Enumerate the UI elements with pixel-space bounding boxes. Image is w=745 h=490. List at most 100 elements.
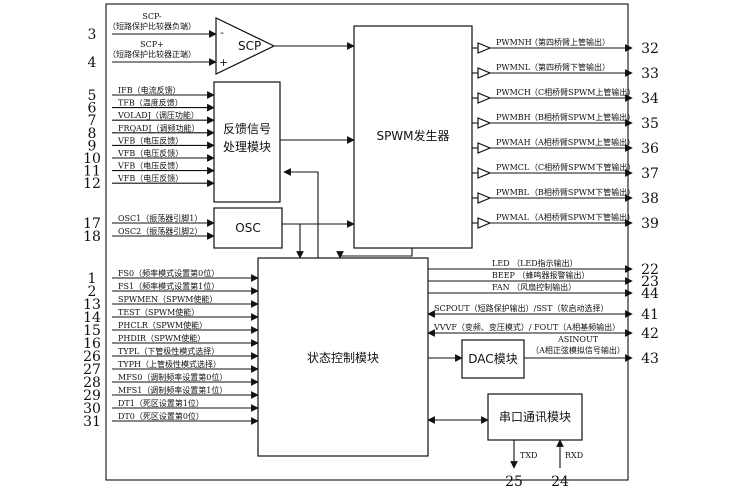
pwm-buffer-32 (477, 42, 492, 54)
pin-32: 32 (641, 41, 659, 57)
pwm-desc-35: （B相桥臂SPWM上管输出） (530, 112, 635, 122)
rxd-label: RXD (565, 451, 583, 460)
pin-10: 10 (83, 151, 101, 167)
pin-17: 17 (83, 216, 101, 232)
scp-comparator: SCP - + (215, 17, 355, 75)
pwm-desc-37: （C相桥臂SPWM下管输出） (530, 162, 635, 172)
scp-plus-sign: + (219, 56, 228, 69)
pwm-name-32: PWMNH (496, 38, 532, 47)
pin-37: 37 (641, 166, 659, 182)
state-input-label-27: TYPH（上管极性模式选择） (118, 359, 221, 369)
pwm-buffer-38 (477, 192, 492, 204)
pin-28: 28 (83, 375, 101, 391)
pwm-buffer-35 (477, 117, 492, 129)
state-input-label-1: FS0（频率模式设置第0位） (118, 268, 219, 278)
osc-label: OSC (235, 221, 260, 235)
state-input-label-28: MFS0（调制频率设置第0位） (118, 372, 227, 382)
pwm-desc-34: （C相桥臂SPWM上管输出） (530, 87, 635, 97)
pin-18: 18 (83, 229, 101, 245)
pwm-name-36: PWMAH (496, 138, 531, 147)
pin-9: 9 (88, 138, 97, 154)
pwm-name-34: PWMCH (496, 88, 531, 97)
pin-4: 4 (88, 55, 97, 71)
state-input-label-15: PHCLR（SPWM使能） (118, 320, 207, 330)
pwm-name-39: PWMAL (496, 213, 530, 222)
osc-input-label-18: OSC2（振荡器引脚2） (118, 226, 202, 236)
pwm-desc-39: （A相桥臂SPWM下管输出） (530, 212, 635, 222)
pin-7: 7 (88, 113, 97, 129)
pwm-buffer-33 (477, 67, 492, 79)
chip-border (105, 3, 629, 481)
feedback-input-label-6: TFB（温度反馈） (118, 98, 183, 108)
state-input-label-16: PHDIR（SPWM使能） (118, 333, 205, 343)
pwm-buffer-37 (477, 167, 492, 179)
pwm-desc-38: （B相桥臂SPWM下管输出） (530, 187, 635, 197)
feedback-input-label-5: IFB（电流反馈） (118, 85, 181, 95)
state-output-label-44: FAN （风扇控制输出） (492, 282, 576, 292)
state-output-label-22: LED （LED指示输出） (492, 258, 578, 268)
pwm-name-38: PWMBL (496, 188, 530, 197)
bidir-label-42: VVVF（变频、变压模式）/ FOUT（A相基频输出） (433, 322, 620, 332)
pin-14: 14 (83, 310, 101, 326)
pwm-output-lines: PWMNH（第四桥臂上管输出）32PWMNL（第四桥臂下管输出）33PWMCH（… (472, 37, 659, 232)
feedback-input-lines: 5 IFB（电流反馈） 6 TFB（温度反馈） 7 VOLADJ（调压功能） 8 FRQADJ… (83, 85, 215, 192)
scp-input-desc-4: （短路保护比较器正端） (108, 49, 196, 59)
state-control-block (257, 257, 429, 457)
pin-2: 2 (88, 284, 97, 300)
pin-6: 6 (88, 101, 97, 117)
pwm-name-35: PWMBH (496, 113, 531, 122)
feedback-input-label-7: VOLADJ（调压功能） (117, 110, 199, 120)
scp-input-name-4: SCP+ (140, 40, 164, 49)
pin-16: 16 (83, 336, 101, 352)
feedback-label-line2: 处理模块 (223, 140, 271, 154)
pin-38: 38 (641, 191, 659, 207)
asinout-name: ASINOUT (557, 335, 599, 344)
feedback-input-label-8: FRQADJ（调频功能） (118, 123, 200, 133)
pin-5: 5 (88, 88, 97, 104)
asinout-desc: （A相正弦模拟信号输出） (531, 345, 625, 355)
pin-41: 41 (641, 307, 659, 323)
state-output-label-23: BEEP （蜂鸣器报警输出） (492, 270, 589, 280)
serial-block (487, 393, 583, 441)
feedback-input-label-11: VFB（电压反馈） (117, 161, 183, 171)
spwm-block (353, 25, 473, 249)
pin-8: 8 (88, 126, 97, 142)
pin-39: 39 (641, 216, 659, 232)
pin-31: 31 (83, 414, 101, 430)
spwm-label: SPWM发生器 (376, 128, 449, 143)
pin-44: 44 (641, 286, 659, 302)
pin-43: 43 (641, 351, 659, 367)
pwm-buffer-36 (477, 142, 492, 154)
dac-label: DAC模块 (468, 352, 517, 366)
pwm-name-37: PWMCL (496, 163, 530, 172)
state-to-feedback-arrow (283, 168, 319, 258)
pwm-desc-33: （第四桥臂下管输出） (530, 62, 610, 72)
pin-27: 27 (83, 362, 101, 378)
spwm-to-state-arrow (336, 248, 413, 259)
pin-42: 42 (641, 326, 659, 342)
pin-26: 26 (83, 349, 101, 365)
pin-24: 24 (551, 474, 569, 490)
pin-13: 13 (83, 297, 101, 313)
pwm-desc-32: （第四桥臂上管输出） (530, 37, 610, 47)
pin-30: 30 (83, 401, 101, 417)
bidirectional-lines: SCPOUT（短路保护输出）/SST（软启动选择） 41VVVF（变频、变压模式）… (427, 303, 659, 342)
scp-triangle (215, 17, 276, 75)
scp-input-name-3: SCP- (142, 12, 162, 21)
state-input-label-2: FS1（频率模式设置第1位） (118, 281, 219, 291)
pin-33: 33 (641, 66, 659, 82)
feedback-input-label-9: VFB（电压反馈） (117, 135, 183, 145)
pin-36: 36 (641, 141, 659, 157)
pin-3: 3 (88, 27, 97, 43)
state-input-label-29: MFS1（调制频率设置第1位） (118, 385, 227, 395)
pin-15: 15 (83, 323, 101, 339)
state-input-label-13: SPWMEN（SPWM使能） (118, 294, 217, 304)
bidir-label-41: SCPOUT（短路保护输出）/SST（软启动选择） (434, 303, 608, 313)
pin-25: 25 (505, 474, 523, 490)
pwm-name-33: PWMNL (496, 63, 531, 72)
state-control-label: 状态控制模块 (307, 351, 379, 365)
